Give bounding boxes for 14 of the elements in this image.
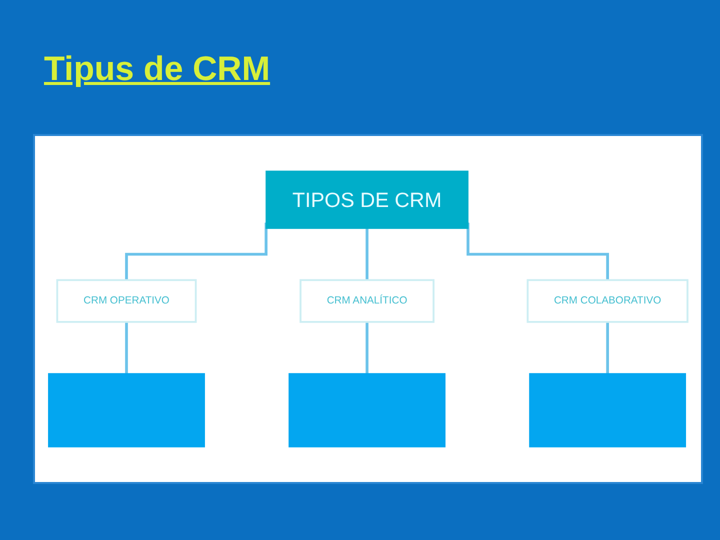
- slide-title: Tipus de CRM: [44, 50, 270, 89]
- node-box: [48, 373, 205, 448]
- connector: [366, 322, 368, 375]
- connector: [606, 322, 609, 375]
- connector: [125, 322, 128, 375]
- node-box: [266, 170, 468, 229]
- connector: [366, 228, 368, 282]
- node-box: [300, 279, 434, 323]
- node-box: [526, 279, 688, 323]
- connector: [125, 222, 268, 282]
- diagram-panel: TIPOS DE CRM CRM OPERATIVO CRM ANALÍTICO CRM COLABORATIVO: [33, 134, 703, 484]
- node-box: [529, 373, 686, 448]
- node-box: [56, 279, 197, 323]
- node-box: [288, 373, 446, 448]
